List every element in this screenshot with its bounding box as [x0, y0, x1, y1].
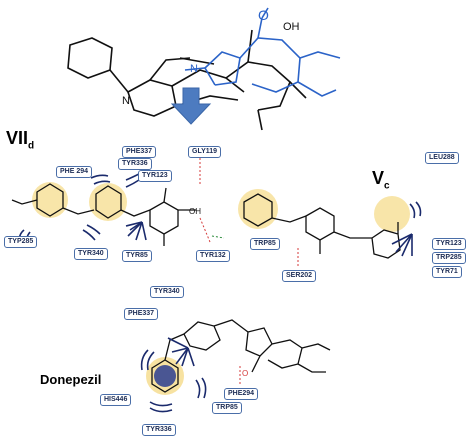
vc-title: Vc	[372, 168, 390, 192]
residue-tag: PHE294	[224, 388, 259, 400]
overlay-n-label: N	[190, 63, 198, 75]
residue-tag: TRP85	[212, 402, 242, 414]
residue-tag: TYR132	[196, 250, 230, 262]
residue-tag: SER202	[282, 270, 317, 282]
residue-tag: GLY119	[188, 146, 222, 158]
residue-tag: TRP285	[432, 252, 466, 264]
residue-tag: TYR340	[150, 286, 184, 298]
overlay-oh-label: OH	[283, 21, 300, 33]
residue-tag: TYR123	[432, 238, 466, 250]
residue-tag: HIS446	[100, 394, 132, 406]
down-arrow-icon	[170, 87, 212, 125]
viid-title: VIId	[6, 128, 35, 152]
overlay-structures: O OH N N	[67, 7, 341, 131]
highlight-ring	[32, 182, 68, 218]
overlay-o-label: O	[258, 7, 269, 23]
residue-tag: TYR336	[142, 424, 176, 436]
viid-structure: OH	[11, 158, 225, 246]
residue-tag: PHE 294	[56, 166, 93, 178]
svg-text:O: O	[242, 369, 248, 378]
highlight-ring	[374, 196, 410, 232]
oh-label: OH	[189, 207, 201, 216]
residue-tag: TRP85	[250, 238, 280, 250]
residue-tag: TYP285	[4, 236, 38, 248]
blue-structure	[184, 7, 341, 97]
vc-structure	[238, 189, 422, 268]
residue-tag: TYR85	[122, 250, 152, 262]
donepezil-title: Donepezil	[40, 372, 102, 387]
residue-tag: PHE337	[122, 146, 157, 158]
residue-tag: TYR123	[138, 170, 172, 182]
overlay-n-label-2: N	[122, 95, 130, 107]
donepezil-structure: O	[140, 319, 331, 413]
residue-tag: TYR71	[432, 266, 462, 278]
residue-tag: PHE337	[124, 308, 159, 320]
residue-tag: TYR340	[74, 248, 108, 260]
residue-tag: LEU288	[425, 152, 459, 164]
residue-tag: TYR336	[118, 158, 152, 170]
